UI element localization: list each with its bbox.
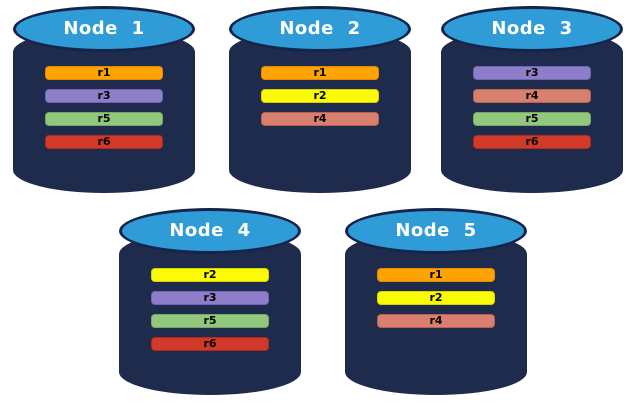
node-cylinder-5: Node 5 r1 r2 r4 bbox=[345, 208, 527, 395]
replica-list: r2 r3 r5 r6 bbox=[151, 268, 269, 360]
cylinder-body bbox=[119, 231, 301, 395]
cylinder-top-ellipse bbox=[345, 208, 527, 254]
replica-bar-r4: r4 bbox=[261, 112, 379, 126]
cylinder-top-ellipse bbox=[119, 208, 301, 254]
cylinder-body bbox=[441, 29, 623, 193]
replica-bar-r6: r6 bbox=[151, 337, 269, 351]
node-label: Node 4 bbox=[169, 220, 251, 241]
replica-bar-r4: r4 bbox=[377, 314, 495, 328]
replica-bar-r4: r4 bbox=[473, 89, 591, 103]
node-cylinder-3: Node 3 r3 r4 r5 r6 bbox=[441, 6, 623, 193]
cylinder-body bbox=[345, 231, 527, 395]
cylinder-body bbox=[13, 29, 195, 193]
node-cylinder-1: Node 1 r1 r3 r5 r6 bbox=[13, 6, 195, 193]
node-cylinder-4: Node 4 r2 r3 r5 r6 bbox=[119, 208, 301, 395]
replica-bar-r3: r3 bbox=[151, 291, 269, 305]
replica-bar-r2: r2 bbox=[151, 268, 269, 282]
replica-list: r1 r3 r5 r6 bbox=[45, 66, 163, 158]
replica-bar-r3: r3 bbox=[45, 89, 163, 103]
node-cylinder-2: Node 2 r1 r2 r4 bbox=[229, 6, 411, 193]
replica-bar-r2: r2 bbox=[377, 291, 495, 305]
cylinder-top-ellipse bbox=[441, 6, 623, 52]
cylinder-top-ellipse bbox=[229, 6, 411, 52]
replica-list: r3 r4 r5 r6 bbox=[473, 66, 591, 158]
replica-bar-r1: r1 bbox=[261, 66, 379, 80]
replica-bar-r2: r2 bbox=[261, 89, 379, 103]
replica-bar-r6: r6 bbox=[45, 135, 163, 149]
replica-bar-r5: r5 bbox=[151, 314, 269, 328]
replica-list: r1 r2 r4 bbox=[377, 268, 495, 337]
replica-list: r1 r2 r4 bbox=[261, 66, 379, 135]
node-label: Node 5 bbox=[395, 220, 477, 241]
cylinder-body bbox=[229, 29, 411, 193]
cylinder-top-ellipse bbox=[13, 6, 195, 52]
replica-bar-r5: r5 bbox=[45, 112, 163, 126]
node-label: Node 3 bbox=[491, 18, 573, 39]
replica-bar-r3: r3 bbox=[473, 66, 591, 80]
replica-bar-r5: r5 bbox=[473, 112, 591, 126]
replica-bar-r6: r6 bbox=[473, 135, 591, 149]
replica-bar-r1: r1 bbox=[377, 268, 495, 282]
node-label: Node 1 bbox=[63, 18, 145, 39]
replica-bar-r1: r1 bbox=[45, 66, 163, 80]
node-label: Node 2 bbox=[279, 18, 361, 39]
